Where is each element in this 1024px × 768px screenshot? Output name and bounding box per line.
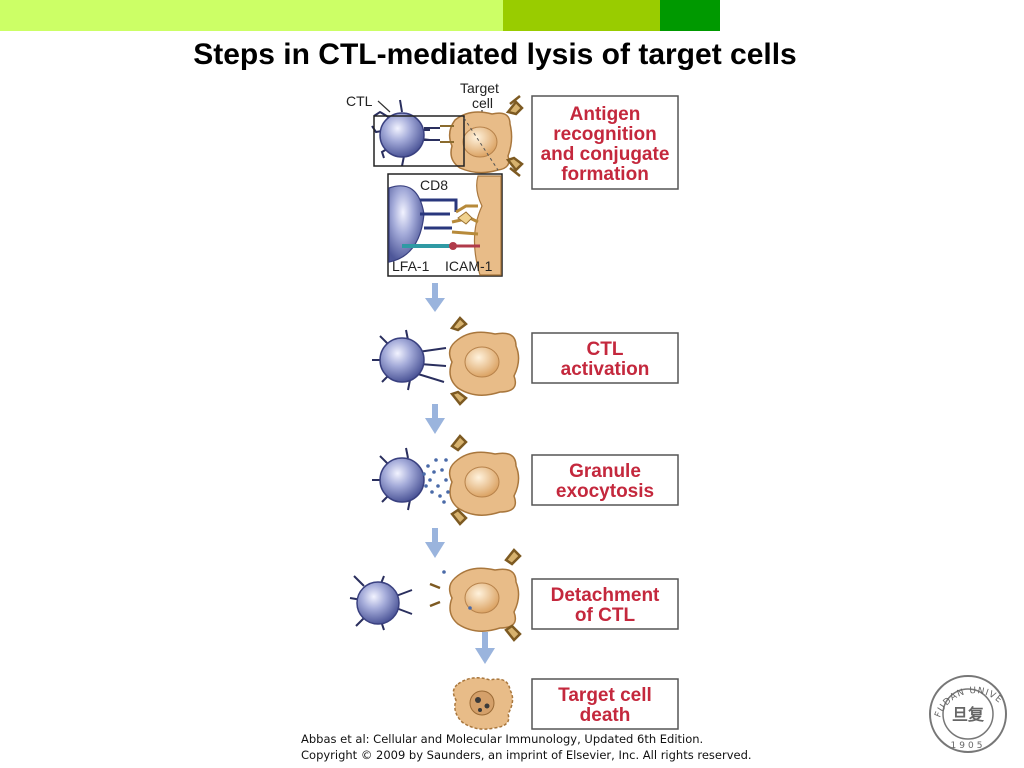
step4-label-box: Detachment of CTL (531, 578, 679, 630)
ctl-cell (356, 581, 400, 625)
ctl-label: CTL (346, 93, 373, 109)
target-label-line2: cell (472, 95, 493, 111)
step3-label-line2: exocytosis (556, 481, 654, 502)
credit-line1: Abbas et al: Cellular and Molecular Immu… (301, 732, 704, 746)
step5-label-box: Target cell death (531, 678, 679, 730)
target-nucleus (462, 126, 498, 158)
step1-label-line3: and conjugate (541, 144, 670, 165)
step2-label-line2: activation (561, 359, 650, 380)
top-bar-light (0, 0, 503, 31)
top-bar-medium (503, 0, 660, 31)
step5-label-line1: Target cell (558, 685, 652, 706)
top-bar-dark (660, 0, 720, 31)
target-mhc-molecules (505, 95, 524, 177)
step3-label-line1: Granule (569, 461, 641, 482)
credit-line2: Copyright © 2009 by Saunders, an imprint… (301, 748, 752, 762)
step5-illustration (452, 677, 514, 730)
step3-illustration (372, 434, 520, 526)
ctl-cell (379, 112, 425, 158)
ctl-cell (379, 457, 425, 503)
zoom-box-small (373, 115, 465, 167)
slide-title: Steps in CTL-mediated lysis of target ce… (193, 38, 797, 71)
step1-illustration: CTL Target cell (346, 80, 524, 277)
step1-label-box: Antigen recognition and conjugate format… (531, 95, 679, 190)
target-nucleus (464, 466, 500, 498)
step3-label-box: Granule exocytosis (531, 454, 679, 506)
step1-label-line1: Antigen (570, 104, 641, 125)
step2-illustration (372, 316, 520, 406)
zoom-panel: CD8 LFA-1 ICAM-1 (387, 173, 503, 277)
step5-label-line2: death (580, 705, 631, 726)
step4-label-line2: of CTL (575, 605, 636, 626)
target-nucleus (464, 582, 500, 614)
logo-glyph: 旦复 (952, 705, 985, 724)
lfa1-label: LFA-1 (392, 258, 430, 274)
cd8-label: CD8 (420, 177, 448, 193)
flow-arrows (425, 283, 495, 664)
step2-label-box: CTL activation (531, 332, 679, 384)
ctl-pointer (377, 100, 391, 113)
step1-label-line2: recognition (553, 124, 656, 145)
step4-label-line1: Detachment (551, 585, 660, 606)
ctl-cell (379, 337, 425, 383)
icam1-label: ICAM-1 (445, 258, 493, 274)
granules (422, 458, 450, 504)
step1-label-line4: formation (561, 164, 649, 185)
logo-year: 1905 (951, 741, 986, 751)
target-label-line1: Target (460, 80, 499, 96)
step2-label-line1: CTL (587, 339, 624, 360)
tcr-mhc-complexes (424, 125, 454, 143)
target-nucleus (464, 346, 500, 378)
step4-illustration (349, 548, 522, 642)
